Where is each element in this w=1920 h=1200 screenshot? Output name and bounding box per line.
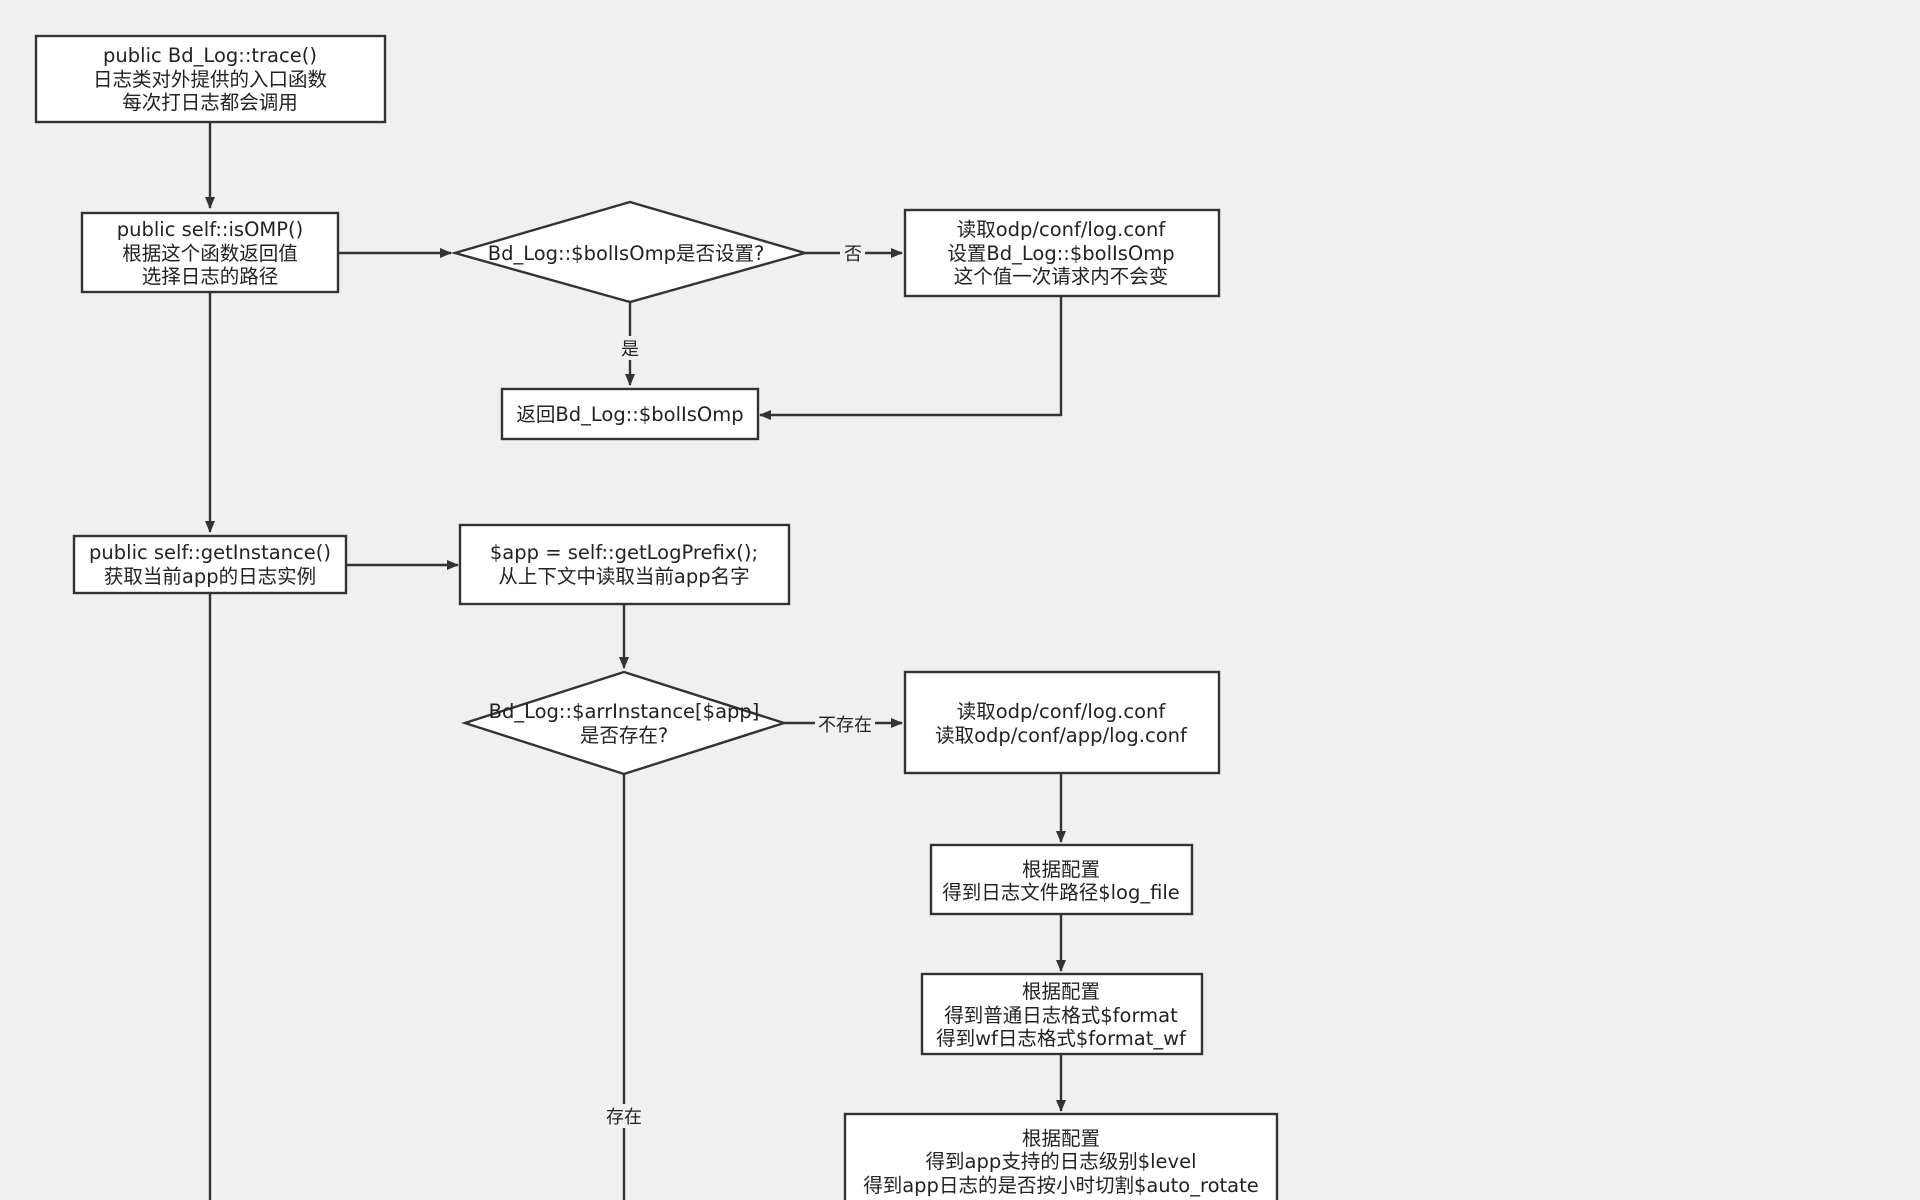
node-trace: public Bd_Log::trace() 日志类对外提供的入口函数 每次打日…: [34, 34, 387, 124]
node-get-prefix: $app = self::getLogPrefix(); 从上下文中读取当前ap…: [458, 523, 791, 606]
node-read-conf-omp-line-2: 设置Bd_Log::$bolIsOmp: [947, 242, 1174, 265]
decision-isomp-set-text: Bd_Log::$bolIsOmp是否设置?: [488, 242, 765, 265]
node-trace-line-1: public Bd_Log::trace(): [103, 44, 317, 67]
node-log-file-line-2: 得到日志文件路径$log_file: [942, 881, 1180, 904]
node-isomp: public self::isOMP() 根据这个函数返回值 选择日志的路径: [80, 211, 340, 294]
edge-label-exist: 存在: [604, 1104, 644, 1128]
edge-readconf-to-return: [759, 296, 1063, 420]
edge-label-no-text: 否: [844, 244, 862, 265]
node-level: 根据配置 得到app支持的日志级别$level 得到app日志的是否按小时切割$…: [843, 1112, 1279, 1200]
node-level-line-2: 得到app支持的日志级别$level: [926, 1150, 1197, 1173]
node-format-line-3: 得到wf日志格式$format_wf: [936, 1027, 1187, 1050]
node-isomp-line-3: 选择日志的路径: [142, 265, 279, 288]
node-trace-line-2: 日志类对外提供的入口函数: [93, 68, 327, 91]
node-isomp-line-2: 根据这个函数返回值: [122, 242, 298, 265]
node-return-omp: 返回Bd_Log::$bolIsOmp: [500, 387, 760, 441]
node-format: 根据配置 得到普通日志格式$format 得到wf日志格式$format_wf: [920, 972, 1204, 1056]
decision-instance-exists-line-2: 是否存在?: [580, 724, 668, 747]
node-read-conf-omp-line-1: 读取odp/conf/log.conf: [957, 218, 1167, 241]
node-isomp-line-1: public self::isOMP(): [117, 218, 303, 241]
node-format-line-2: 得到普通日志格式$format: [944, 1004, 1178, 1027]
node-log-file-line-1: 根据配置: [1022, 858, 1100, 881]
edge-label-exist-text: 存在: [606, 1107, 642, 1128]
node-get-instance-line-1: public self::getInstance(): [89, 541, 331, 564]
decision-instance-exists: Bd_Log::$arrInstance[$app] 是否存在?: [461, 670, 788, 776]
decision-instance-exists-line-1: Bd_Log::$arrInstance[$app]: [489, 700, 760, 723]
node-get-prefix-line-1: $app = self::getLogPrefix();: [490, 541, 758, 564]
node-get-prefix-line-2: 从上下文中读取当前app名字: [498, 565, 749, 588]
edge-label-no: 否: [840, 241, 865, 265]
node-read-conf-omp: 读取odp/conf/log.conf 设置Bd_Log::$bolIsOmp …: [903, 208, 1221, 298]
node-read-conf-app-line-2: 读取odp/conf/app/log.conf: [935, 724, 1188, 747]
node-read-conf-app-line-1: 读取odp/conf/log.conf: [957, 700, 1167, 723]
node-log-file: 根据配置 得到日志文件路径$log_file: [929, 843, 1194, 916]
edge-label-not-exist-text: 不存在: [818, 715, 872, 736]
node-get-instance: public self::getInstance() 获取当前app的日志实例: [72, 534, 348, 595]
node-get-instance-line-2: 获取当前app的日志实例: [104, 565, 316, 588]
node-level-line-3: 得到app日志的是否按小时切割$auto_rotate: [863, 1174, 1259, 1197]
node-level-line-1: 根据配置: [1022, 1127, 1100, 1150]
edge-label-not-exist: 不存在: [815, 712, 875, 736]
decision-isomp-set: Bd_Log::$bolIsOmp是否设置?: [450, 200, 810, 304]
node-read-conf-omp-line-3: 这个值一次请求内不会变: [954, 265, 1169, 288]
node-format-line-1: 根据配置: [1022, 980, 1100, 1003]
node-return-omp-text: 返回Bd_Log::$bolIsOmp: [516, 403, 743, 426]
edge-label-yes: 是: [617, 336, 643, 360]
edge-label-yes-text: 是: [621, 339, 639, 360]
node-trace-line-3: 每次打日志都会调用: [122, 91, 298, 114]
node-read-conf-app: 读取odp/conf/log.conf 读取odp/conf/app/log.c…: [903, 670, 1221, 775]
